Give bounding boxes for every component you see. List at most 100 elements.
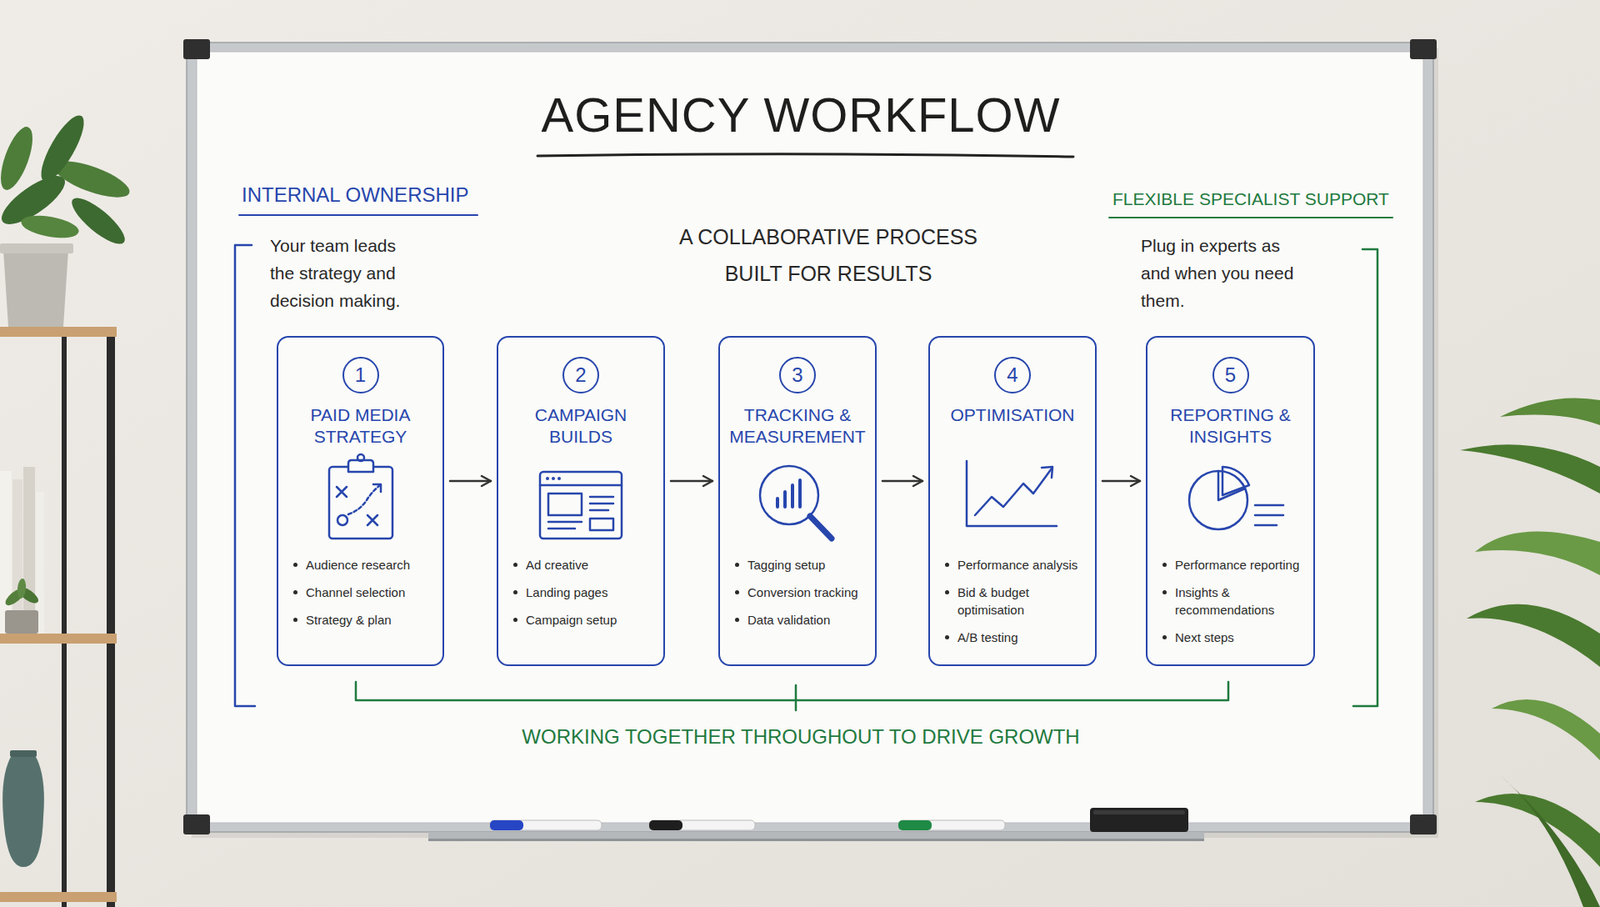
- bullet-text: Conversion tracking: [747, 585, 859, 600]
- bullet-text: Ad creative: [525, 557, 589, 572]
- right-plant: [1475, 793, 1600, 867]
- section-heading: INTERNAL OWNERSHIP: [241, 182, 509, 207]
- browser-icon: [540, 471, 622, 539]
- process-box: OPTIMISATIONPerformance analysisBid & bu…: [928, 335, 1097, 666]
- left-plant: [0, 110, 134, 327]
- right-plant: [1466, 604, 1600, 667]
- left-shelf: [61, 326, 67, 907]
- whiteboard: [183, 814, 210, 835]
- left-shelf: [0, 470, 12, 634]
- flow-arrow: [450, 480, 491, 483]
- clipboard-icon: [329, 454, 393, 539]
- left-shelf: [2, 755, 45, 867]
- process-box: CAMPAIGN BUILDSAd creativeLanding pagesC…: [496, 335, 665, 666]
- pie-chart-icon: [1222, 466, 1250, 495]
- step-number: 5: [1225, 365, 1236, 385]
- bullet-dot: [945, 590, 950, 595]
- step-number: 1: [355, 365, 366, 385]
- left-shelf: [0, 326, 117, 337]
- right-plant: [1500, 398, 1600, 426]
- whiteboard: [186, 42, 1434, 832]
- markers: [898, 820, 1005, 830]
- browser-icon: [557, 476, 561, 480]
- subtitle: A COLLABORATIVE PROCESS BUILT FOR RESULT…: [649, 218, 1008, 292]
- underline: [239, 214, 478, 216]
- flow-arrow: [882, 480, 923, 483]
- whiteboard: [191, 48, 1439, 838]
- left-plant: [0, 243, 74, 254]
- step-number: 4: [1006, 365, 1018, 385]
- bullet-dot: [735, 617, 740, 622]
- browser-icon: [590, 496, 614, 510]
- bracket: [1353, 249, 1378, 706]
- section-heading: FLEXIBLE SPECIALIST SUPPORT: [1112, 188, 1400, 210]
- step-number-circle: 4: [994, 356, 1031, 394]
- box-title: CAMPAIGN BUILDS: [505, 404, 657, 448]
- bullet-text: Data validation: [747, 612, 830, 627]
- bullet-text: Audience research: [305, 557, 410, 572]
- eraser: [1090, 807, 1189, 832]
- process-box: REPORTING & INSIGHTSPerformance reportin…: [1145, 335, 1315, 666]
- bullet-text: Insights & recommendations: [1175, 585, 1275, 617]
- bullet-dot: [513, 562, 518, 567]
- eraser: [1093, 810, 1185, 815]
- step-number-circle: 1: [342, 356, 380, 394]
- magnifier-icon: [760, 465, 832, 539]
- bullet-dot: [1162, 635, 1167, 640]
- bracket: [355, 681, 1229, 710]
- footer-note: WORKING TOGETHER THROUGHOUT TO DRIVE GRO…: [467, 724, 1135, 750]
- bullet-text: Performance reporting: [1175, 557, 1300, 572]
- bullet-dot: [945, 562, 950, 567]
- left-plant: [65, 190, 131, 250]
- bullet-dot: [513, 590, 518, 595]
- browser-icon: [548, 493, 582, 515]
- bullet-dot: [735, 590, 740, 595]
- left-shelf: [0, 891, 117, 902]
- bullet-text: Next steps: [1175, 630, 1235, 645]
- left-shelf: [16, 578, 27, 600]
- bullet-text: A/B testing: [957, 630, 1019, 645]
- whiteboard: [183, 39, 210, 60]
- diagram-title: AGENCY WORKFLOW: [425, 85, 1176, 145]
- markers: [490, 820, 1005, 830]
- box-title: TRACKING & MEASUREMENT: [726, 404, 869, 448]
- process-box: PAID MEDIA STRATEGYAudience researchChan…: [276, 335, 445, 666]
- whiteboard: [1410, 39, 1437, 60]
- flow-arrow: [670, 480, 713, 483]
- pie-chart-icon: [1189, 470, 1248, 530]
- bracket: [235, 245, 1378, 710]
- whiteboard: [183, 39, 1439, 838]
- markers: [490, 820, 602, 830]
- bullet-dot: [293, 590, 298, 595]
- pie-chart-icon: [1189, 466, 1284, 530]
- markers: [649, 820, 683, 830]
- right-plant: [1491, 699, 1600, 760]
- bullet-dot: [293, 562, 298, 567]
- right-plant: [1475, 531, 1600, 576]
- bullet-dot: [513, 617, 518, 622]
- browser-icon: [540, 471, 622, 539]
- line-chart-icon: [1041, 466, 1053, 478]
- left-shelf: [0, 633, 117, 644]
- whiteboard: [196, 51, 1424, 823]
- left-plant: [33, 110, 91, 187]
- marker-tray: [428, 838, 1205, 841]
- bullet-dot: [1162, 590, 1167, 595]
- markers: [649, 820, 755, 830]
- bullet-dot: [735, 562, 740, 567]
- markers: [898, 820, 932, 830]
- whiteboard: [1410, 814, 1437, 835]
- right-plant: [1460, 398, 1600, 907]
- clipboard-icon: [348, 485, 380, 515]
- clipboard-icon: [367, 515, 378, 525]
- browser-icon: [545, 476, 550, 480]
- right-plant: [1500, 775, 1600, 907]
- pie-chart-icon: [1255, 505, 1284, 525]
- bullet-text: Channel selection: [305, 585, 405, 600]
- marker-tray: [428, 831, 1205, 840]
- magnifier-icon: [810, 515, 832, 539]
- bullet-text: Campaign setup: [525, 612, 617, 627]
- browser-icon: [548, 521, 582, 529]
